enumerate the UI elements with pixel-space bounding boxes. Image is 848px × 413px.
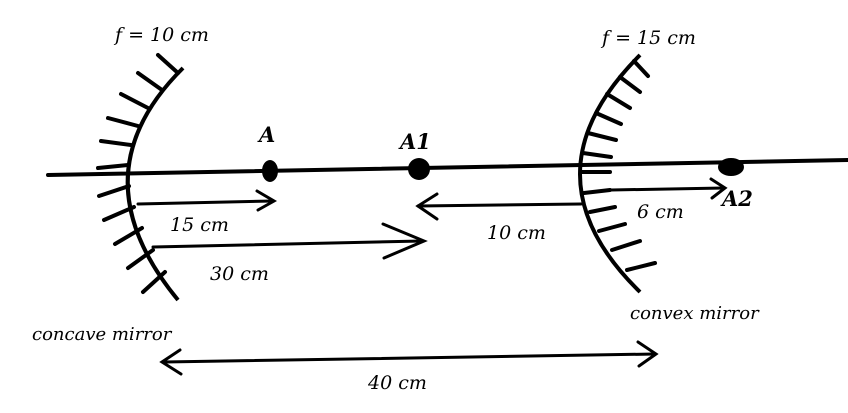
convex-mirror <box>578 53 657 294</box>
distance-40cm-label: 40 cm <box>368 372 427 394</box>
arrow-6cm <box>609 177 728 200</box>
distance-30cm-label: 30 cm <box>210 263 269 285</box>
point-a1-label: A1 <box>400 129 431 154</box>
convex-mirror-hatching <box>580 59 657 272</box>
arrow-10cm <box>415 192 583 221</box>
concave-mirror-arc <box>125 66 185 302</box>
convex-mirror-label: convex mirror <box>630 303 759 324</box>
point-a1-marker <box>408 158 430 180</box>
convex-mirror-arc <box>578 53 642 294</box>
distance-10cm-label: 10 cm <box>487 222 546 244</box>
point-a2-marker <box>718 158 744 176</box>
distance-15cm-label: 15 cm <box>170 214 229 236</box>
point-a-marker <box>262 160 278 182</box>
arrow-30cm <box>151 222 428 260</box>
arrow-40cm <box>159 340 659 376</box>
arrow-15cm <box>136 189 278 212</box>
concave-mirror-hatching <box>96 53 180 294</box>
point-a-label: A <box>259 122 276 147</box>
concave-mirror <box>96 53 185 302</box>
principal-axis <box>46 158 848 177</box>
point-a2-label: A2 <box>722 186 753 211</box>
concave-mirror-label: concave mirror <box>32 324 172 345</box>
focal-length-right-label: f = 15 cm <box>602 27 696 49</box>
focal-length-left-label: f = 10 cm <box>115 24 209 46</box>
distance-6cm-label: 6 cm <box>637 201 684 223</box>
